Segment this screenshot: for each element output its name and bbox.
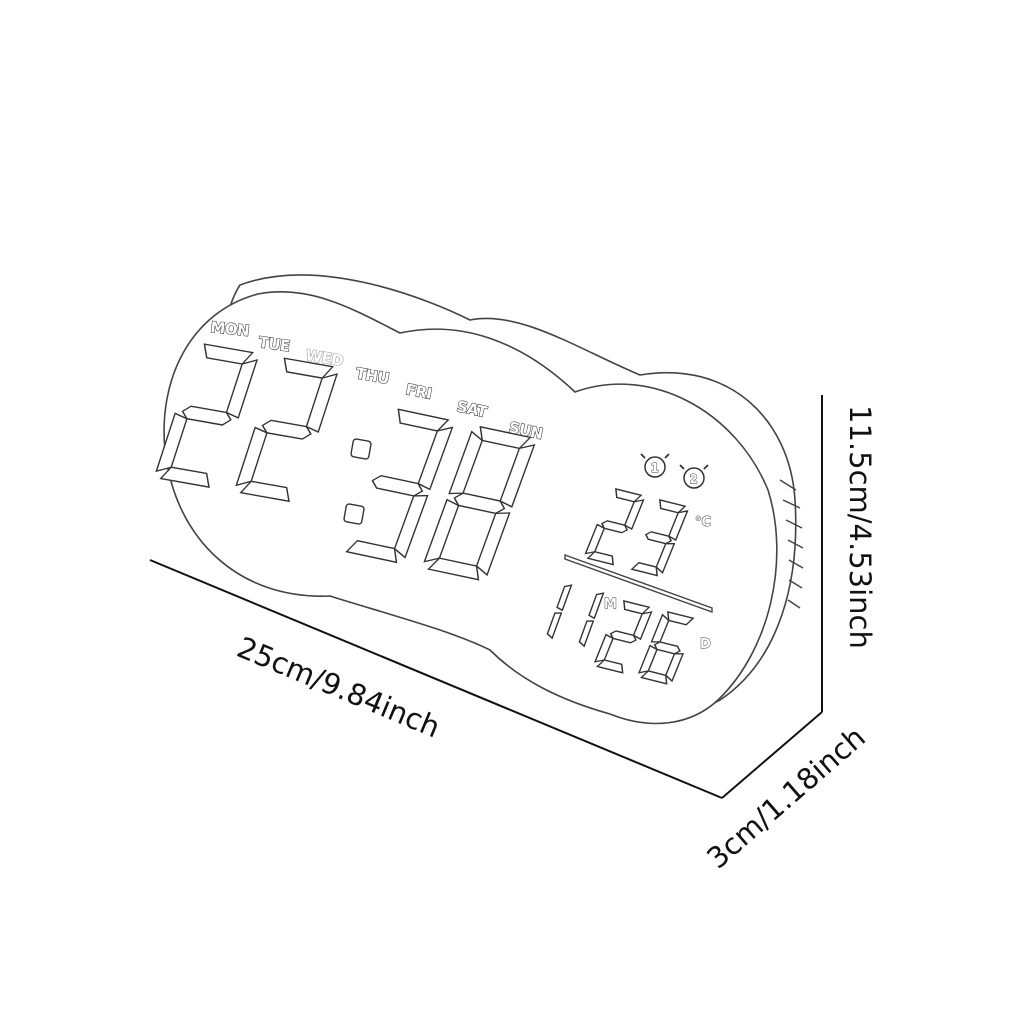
time-display [155, 343, 536, 581]
minute-digit-2 [423, 425, 536, 581]
hour-segment-d [239, 480, 290, 503]
day-marker: D [700, 637, 711, 652]
display-divider [564, 554, 713, 613]
minute-segment-e [423, 498, 460, 563]
month-display [546, 584, 605, 648]
svg-text:1: 1 [651, 461, 659, 475]
minute-segment-d [345, 539, 398, 564]
width-dimension-line [149, 559, 723, 799]
minute-digit-1 [345, 408, 454, 564]
weekday-thu: THU [354, 364, 390, 388]
temperature-digit-1 [584, 488, 645, 566]
temperature-segment-d [630, 561, 658, 577]
month-digit-1 [546, 584, 573, 640]
temperature-unit: °C [695, 515, 711, 530]
temperature-segment-g [644, 531, 673, 545]
width-dimension-label: 25cm/9.84inch [232, 630, 445, 744]
day-segment-a [667, 611, 695, 626]
day-segment-d [640, 670, 668, 685]
temperature-display [584, 488, 689, 577]
temperature-segment-d [586, 550, 614, 566]
month-marker: M [604, 597, 617, 612]
alarm-1-icon: 1 [640, 453, 670, 478]
day-digit-2 [637, 611, 695, 685]
day-digit-1 [593, 600, 653, 674]
minute-segment-d [427, 557, 480, 581]
weekday-fri: FRI [404, 380, 433, 403]
time-colon [343, 438, 372, 525]
day-segment-c [664, 653, 685, 683]
month-digit-2 [578, 592, 605, 648]
depth-dimension-line [721, 711, 823, 799]
hour-segment-d [159, 466, 210, 488]
hour-digit-1 [155, 343, 259, 488]
alarm-2-icon: 2 [679, 464, 709, 489]
dimension-lines [149, 395, 823, 799]
month-segment-c [578, 620, 595, 648]
minute-segment-g [453, 492, 506, 515]
hour-digit-2 [235, 357, 339, 503]
month-segment-c [546, 612, 563, 640]
day-segment-d [596, 659, 624, 674]
svg-text:2: 2 [690, 472, 698, 486]
month-segment-b [588, 592, 605, 620]
weekday-mon: MON [210, 318, 250, 340]
weekday-tue: TUE [257, 333, 291, 355]
height-dimension-label: 11.5cm/4.53inch [843, 405, 877, 649]
month-segment-b [556, 584, 573, 612]
day-display [593, 600, 695, 685]
minute-segment-g [371, 474, 424, 497]
temperature-digit-2 [630, 499, 689, 577]
